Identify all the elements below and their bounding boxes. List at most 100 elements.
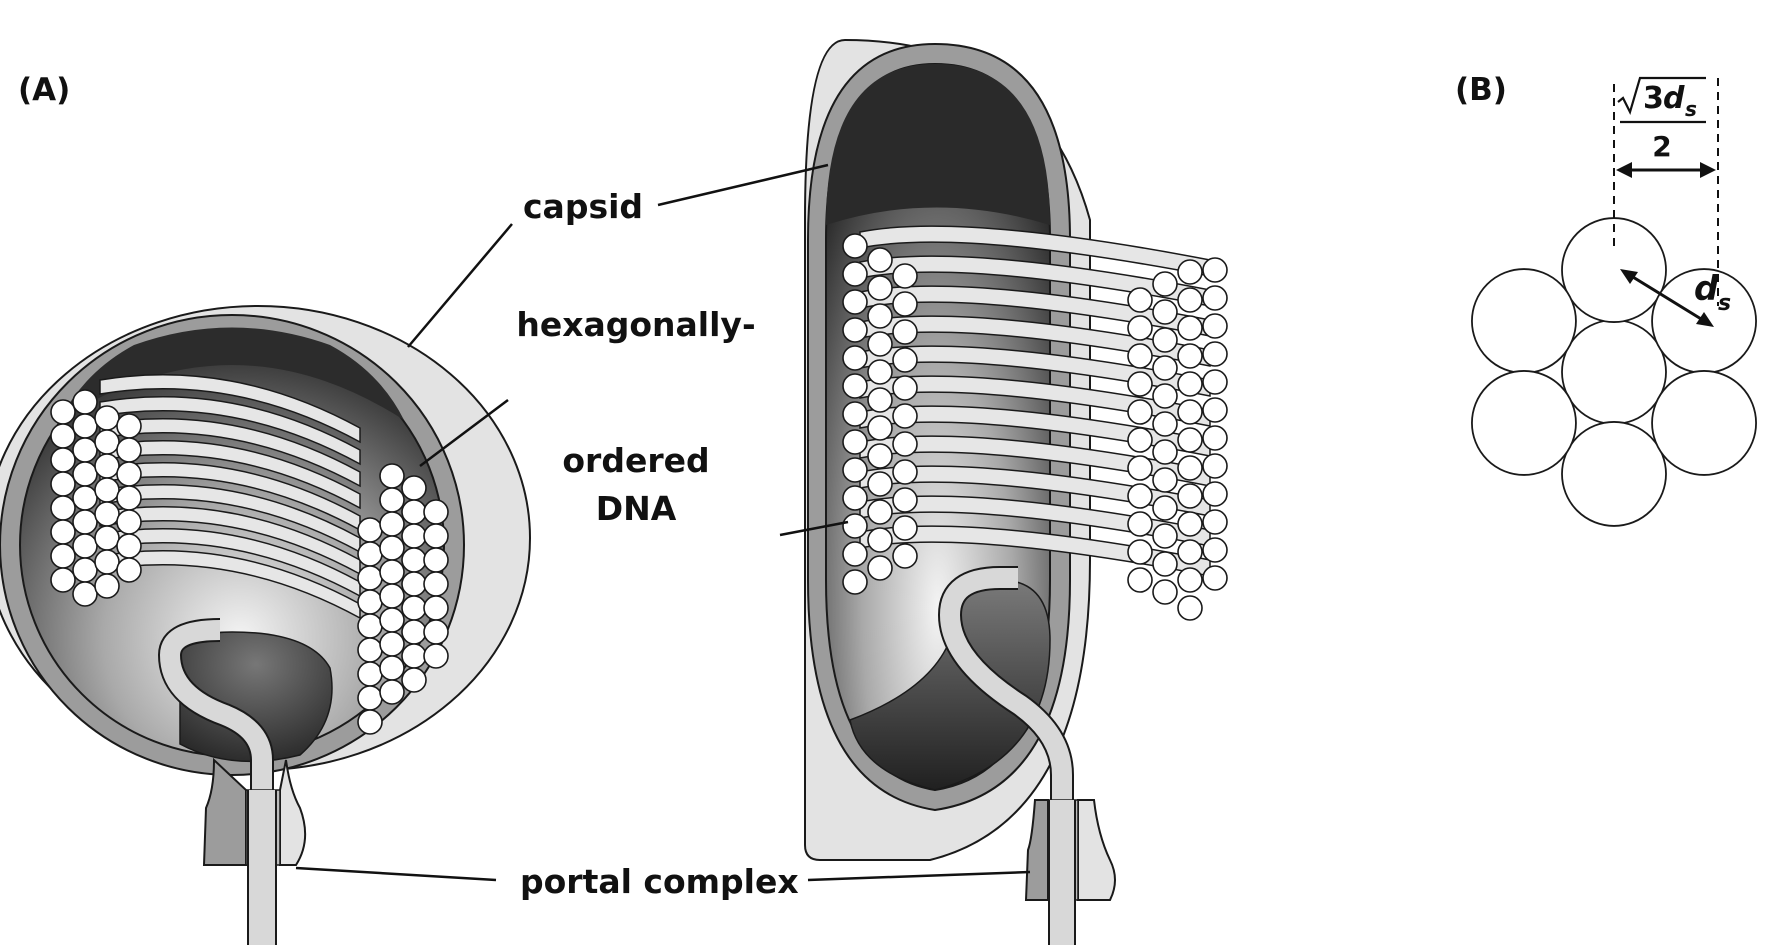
dna-cross-section (380, 656, 404, 680)
dna-cross-section (402, 524, 426, 548)
dna-cross-section (95, 430, 119, 454)
dna-cross-section (1178, 484, 1202, 508)
dna-cross-section (380, 560, 404, 584)
dna-cross-section (843, 346, 867, 370)
dna-cross-section (1128, 456, 1152, 480)
dna-cross-section (1128, 288, 1152, 312)
dna-cross-section (95, 502, 119, 526)
hex-dna-circle (1562, 422, 1666, 526)
dna-cross-section (51, 568, 75, 592)
dna-cross-section (358, 662, 382, 686)
dna-label-line2: ordered (562, 441, 709, 480)
dna-cross-section (1178, 372, 1202, 396)
dna-cross-section (843, 458, 867, 482)
dna-cross-section (1153, 356, 1177, 380)
dna-cross-section (843, 262, 867, 286)
dna-cross-section (358, 590, 382, 614)
dna-cross-section (51, 544, 75, 568)
diameter-sub: s (1718, 291, 1731, 316)
spacing-denominator: 2 (1652, 130, 1671, 163)
dna-cross-section (424, 620, 448, 644)
dna-cross-section (358, 686, 382, 710)
dna-cross-section (358, 710, 382, 734)
dna-cross-section (1153, 384, 1177, 408)
hex-dna-circle (1562, 320, 1666, 424)
dna-cross-section (843, 542, 867, 566)
dna-cross-section (893, 292, 917, 316)
spacing-numerator-var: d (1663, 81, 1685, 116)
dna-cross-section (402, 644, 426, 668)
dna-cross-section (402, 620, 426, 644)
dna-cross-section (893, 488, 917, 512)
dna-cross-section (1178, 400, 1202, 424)
panel-a-label: (A) (18, 72, 70, 108)
hex-dna-circle (1472, 371, 1576, 475)
dna-cross-section (73, 414, 97, 438)
dna-cross-section (893, 320, 917, 344)
dna-cross-section (358, 566, 382, 590)
dna-cross-section (73, 486, 97, 510)
dna-cross-section (1178, 596, 1202, 620)
dna-cross-section (1203, 370, 1227, 394)
dna-cross-section (1203, 482, 1227, 506)
dna-cross-section (868, 500, 892, 524)
dna-cross-section (117, 558, 141, 582)
dna-cross-section (51, 424, 75, 448)
portal-leader-b (808, 872, 1030, 880)
dna-cross-section (868, 388, 892, 412)
dna-cross-section (424, 644, 448, 668)
dna-cross-section (73, 510, 97, 534)
dna-cross-section (380, 536, 404, 560)
dna-cross-section (73, 462, 97, 486)
dna-cross-section (380, 512, 404, 536)
dna-cross-section (868, 472, 892, 496)
dna-cross-section (868, 360, 892, 384)
dna-cross-section (1178, 260, 1202, 284)
dna-cross-section (1153, 580, 1177, 604)
dna-cross-section (1203, 342, 1227, 366)
dna-cross-section (843, 514, 867, 538)
dna-label-line3: DNA (596, 489, 677, 528)
dna-cross-section (843, 318, 867, 342)
dna-cross-section (73, 438, 97, 462)
dna-cross-section (73, 582, 97, 606)
dna-cross-section (95, 478, 119, 502)
dna-cross-section (117, 534, 141, 558)
dna-cross-section (51, 472, 75, 496)
dna-cross-section (1178, 540, 1202, 564)
dna-cross-section (1153, 552, 1177, 576)
dna-cross-section (868, 276, 892, 300)
dna-cross-section (117, 414, 141, 438)
dna-cross-section (893, 264, 917, 288)
dna-cross-section (1203, 454, 1227, 478)
dna-cross-section (843, 234, 867, 258)
dna-cross-section (1203, 538, 1227, 562)
dna-cross-section (380, 464, 404, 488)
dna-cross-section (1153, 440, 1177, 464)
capsid-label: capsid (523, 187, 643, 226)
dna-cross-section (380, 680, 404, 704)
dna-cross-section (95, 406, 119, 430)
dna-cross-section (1153, 468, 1177, 492)
dna-cross-section (51, 448, 75, 472)
dna-cross-section (1178, 568, 1202, 592)
hex-dna-circle (1562, 218, 1666, 322)
dna-cross-section (402, 572, 426, 596)
dna-cross-section (1128, 316, 1152, 340)
dna-cross-section (1203, 510, 1227, 534)
diameter-var: d (1694, 269, 1719, 309)
dna-cross-section (893, 348, 917, 372)
dna-cross-section (424, 596, 448, 620)
dna-cross-section (1203, 426, 1227, 450)
dna-cross-section (95, 574, 119, 598)
dna-cross-section (402, 548, 426, 572)
dna-cross-section (358, 518, 382, 542)
dna-cross-section (868, 556, 892, 580)
dna-cross-section (117, 438, 141, 462)
panel-b-label: (B) (1455, 72, 1507, 108)
dna-cross-section (1203, 258, 1227, 282)
dna-cross-section (380, 488, 404, 512)
hexagonal-packing-diagram: 3 d s 2 d s (1472, 78, 1756, 526)
spacing-numerator-sub: s (1685, 97, 1697, 121)
dna-cross-section (843, 290, 867, 314)
